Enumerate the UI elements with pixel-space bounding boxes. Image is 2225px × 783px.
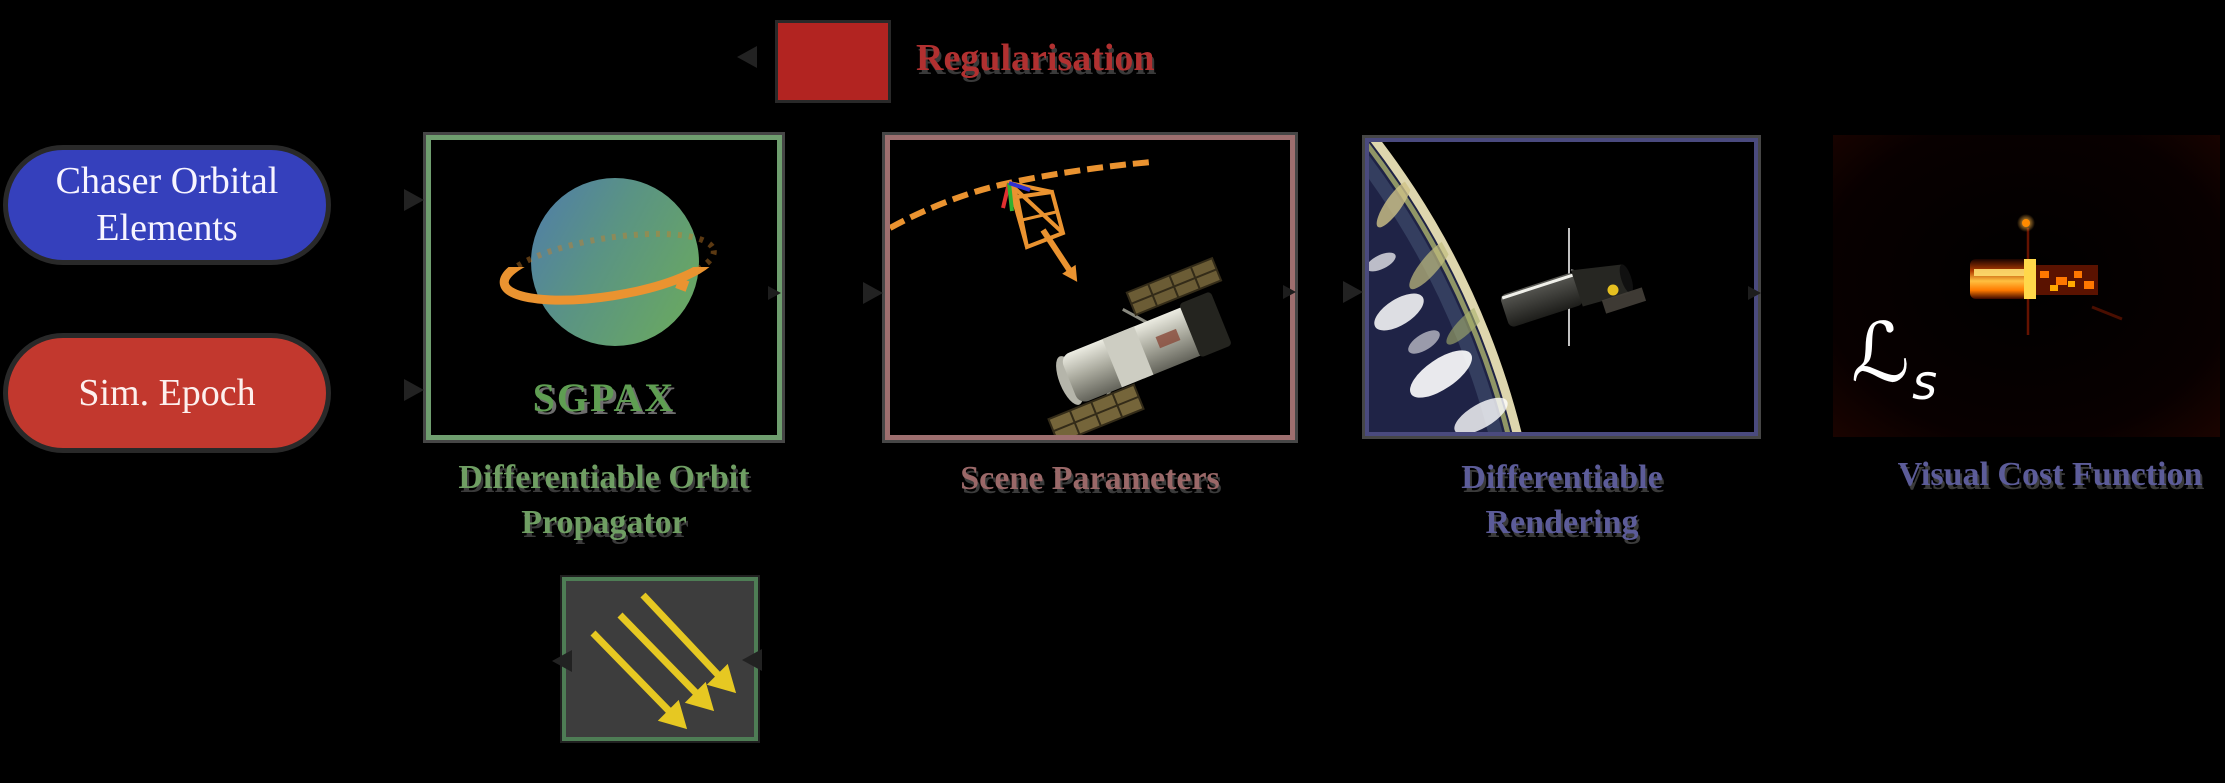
camera-frustum-icon	[1007, 181, 1066, 250]
earth-image	[1369, 142, 1522, 432]
arrowhead-left-legend	[737, 46, 757, 68]
sim-epoch-pill: Sim. Epoch	[8, 338, 326, 448]
propagator-caption: Differentiable Orbit Propagator	[394, 455, 814, 545]
arrowhead-propagator-to-scene	[863, 282, 883, 304]
arrowhead-gradient-out	[552, 650, 572, 672]
arrowhead-gradient-in	[742, 649, 762, 671]
sgpax-label: SGPAX	[532, 375, 676, 420]
planet-icon	[531, 178, 699, 346]
loss-symbol: ℒs	[1851, 313, 1937, 412]
rendering-caption-line1: Differentiable	[1461, 459, 1663, 496]
arrowhead-chaser-to-propagator	[404, 189, 424, 211]
tick-scene-out	[1283, 285, 1296, 299]
chaser-orbital-elements-pill: Chaser Orbital Elements	[8, 150, 326, 260]
boresight-arrow	[1040, 228, 1078, 282]
regularisation-label: Regularisation	[916, 37, 1155, 79]
tick-rendering-out	[1748, 286, 1761, 300]
scene-graphic	[890, 159, 1231, 435]
loss-symbol-L: ℒ	[1851, 306, 1911, 401]
arrowhead-scene-to-rendering	[1343, 281, 1363, 303]
propagator-box: SGPAX	[426, 135, 782, 440]
cost-panel: ℒs	[1833, 135, 2220, 437]
planet-orbit-icon	[499, 178, 719, 346]
cost-caption: Visual Cost Function	[1897, 456, 2203, 493]
tick-propagator-out	[768, 286, 781, 300]
rendering-caption: Differentiable Rendering	[1352, 455, 1772, 545]
gradient-arrows-icon	[590, 592, 737, 730]
satellite-marker-dot	[675, 277, 690, 292]
scene-parameters-box	[885, 135, 1295, 440]
orbit-ring-icon	[501, 230, 717, 304]
chaser-pill-line2: Elements	[96, 207, 238, 249]
thermal-satellite-image	[1833, 135, 2220, 437]
target-satellite-image	[1047, 256, 1231, 435]
axes-triad-icon	[1001, 181, 1031, 212]
arrowhead-epoch-to-propagator	[404, 379, 424, 401]
propagator-caption-line1: Differentiable Orbit	[458, 459, 750, 496]
epoch-pill-label: Sim. Epoch	[78, 371, 256, 414]
chaser-pill-line1: Chaser Orbital	[55, 160, 279, 202]
rendered-satellite-image	[1500, 228, 1647, 346]
gradient-flow-box	[562, 577, 758, 741]
rendered-scene-image	[1369, 142, 1754, 432]
loss-symbol-sub: s	[1912, 355, 1938, 411]
scene-caption: Scene Parameters	[960, 460, 1220, 497]
propagator-caption-line2: Propagator	[521, 504, 687, 541]
rendering-box	[1365, 138, 1758, 436]
regularisation-swatch	[778, 23, 888, 100]
rendering-caption-line2: Rendering	[1485, 504, 1639, 541]
